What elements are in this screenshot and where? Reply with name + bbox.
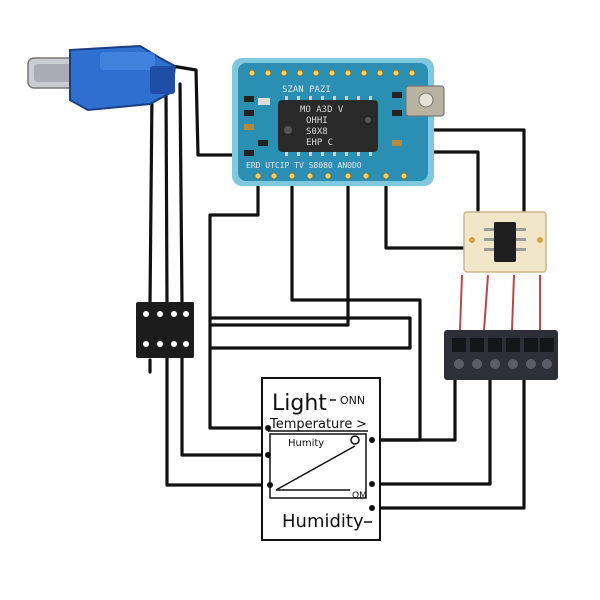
wire-usb-down-1 <box>148 90 154 307</box>
sensor-module <box>459 211 547 331</box>
temperature-arrow: > <box>356 417 367 432</box>
potentiometer <box>405 85 445 117</box>
wire-board-pin1 <box>208 174 270 430</box>
humidity-small-label: Humity <box>288 438 324 449</box>
wire-conn-down-2 <box>165 356 272 487</box>
wire-conn-down-3 <box>180 356 270 457</box>
main-board: SZAN PAZI <box>232 58 445 186</box>
jumper-connector <box>136 302 194 358</box>
board-top-silkscreen: SZAN PAZI <box>282 85 331 95</box>
chip-label-4: EHP C <box>306 138 333 148</box>
chip-label-3: S0X8 <box>306 127 328 137</box>
board-bottom-silkscreen: ERD UTCIP TV S8080 ANODO <box>246 161 362 170</box>
wire-usb-to-board <box>170 64 240 157</box>
on-label: ONN <box>340 394 365 407</box>
smd-components <box>244 92 402 156</box>
usb-connector <box>27 44 177 112</box>
wire-usb-down-3 <box>178 82 184 307</box>
wire-term-to-panel-1 <box>370 378 457 442</box>
wires <box>148 64 526 510</box>
wire-term-to-panel-3 <box>370 378 526 510</box>
wire-board-to-module-2 <box>418 150 480 212</box>
wire-board-pin3 <box>210 174 350 327</box>
graph-line <box>275 445 356 491</box>
wire-mid-bus <box>210 316 412 350</box>
main-chip: MO A3D V OHHI S0X8 EHP C <box>278 96 378 156</box>
humidity-label: Humidity <box>282 511 364 532</box>
wire-board-pin4 <box>384 174 472 250</box>
control-panel: Light ONN Temperature > Humity OM Humidi… <box>261 377 381 541</box>
chip-label-1: MO A3D V <box>300 105 344 115</box>
chip-label-2: OHHI <box>306 116 328 126</box>
wire-board-to-module-1 <box>408 128 526 217</box>
temperature-label: Temperature <box>269 417 352 432</box>
wire-usb-down-2 <box>164 86 169 307</box>
graph-endpoint-circle <box>350 435 360 445</box>
bottom-pad-row <box>254 172 408 180</box>
panel-terminals <box>265 425 375 511</box>
off-label: OM <box>352 491 367 501</box>
light-label: Light <box>272 391 327 416</box>
wire-term-to-panel-2 <box>370 378 492 486</box>
terminal-block <box>444 330 558 380</box>
top-pad-row <box>248 69 416 77</box>
